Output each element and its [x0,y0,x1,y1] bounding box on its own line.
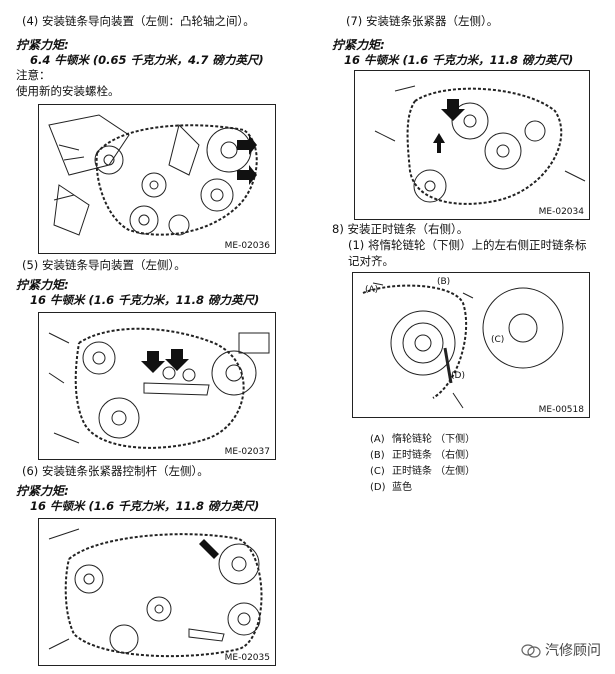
watermark-text: 汽修顾问 [545,643,601,659]
torque-heading-7: 拧紧力矩: [332,38,385,52]
figure-code: ME-02037 [223,447,271,457]
chat-bubble-icon [521,644,541,658]
figure-chain-tensioner: ME-02034 [354,70,590,220]
step-6-text: (6) 安装链条张紧器控制杆（左侧）。 [22,464,209,478]
watermark: 汽修顾问 [521,640,601,660]
step-5-text: (5) 安装链条导向装置（左侧）。 [22,258,186,272]
callout-c: (C) [491,335,505,345]
engine-diagram-2 [48,327,270,449]
callout-b: (B) [437,277,451,287]
legend-item-d: (D)蓝色 [370,482,412,493]
figure-code: ME-02036 [223,241,271,251]
engine-diagram-5 [362,282,564,409]
step-8-1-line1: (1) 将惰轮链轮（下侧）上的左右侧正时链条标 [348,238,587,252]
engine-diagram-1 [48,114,258,236]
step-7-text: (7) 安装链条张紧器（左侧）。 [346,14,499,28]
engine-diagram-3 [48,528,263,658]
torque-value-7: 16 牛顿米 (1.6 千克力米，11.8 磅力英尺) [344,53,574,67]
callout-a: (A) [365,285,379,295]
note-label: 注意： [16,68,51,82]
engine-diagram-4 [374,85,586,205]
legend-item-a: (A)惰轮链轮 （下侧） [370,434,476,445]
figure-timing-chain-right: (A) (B) (C) (D) ME-00518 [352,272,590,418]
figure-tensioner-lever: ME-02035 [38,518,276,666]
step-4-text: (4) 安装链条导向装置（左侧：凸轮轴之间）。 [22,14,255,28]
step-8-1-line2: 记对齐。 [348,254,394,268]
torque-value-6: 16 牛顿米 (1.6 千克力米，11.8 磅力英尺) [30,499,260,513]
step-8-text: 8) 安装正时链条（右侧）。 [332,222,469,236]
figure-code: ME-02034 [537,207,585,217]
legend-item-c: (C)正时链条 （左侧） [370,466,476,477]
figure-chain-guide-camshaft: ME-02036 [38,104,276,254]
figure-code: ME-02035 [223,653,271,663]
torque-heading-4: 拧紧力矩: [16,38,69,52]
torque-value-4: 6.4 牛顿米 (0.65 千克力米，4.7 磅力英尺) [30,53,264,67]
figure-chain-guide-left: ME-02037 [38,312,276,460]
torque-heading-6: 拧紧力矩: [16,484,69,498]
torque-value-5: 16 牛顿米 (1.6 千克力米，11.8 磅力英尺) [30,293,260,307]
torque-heading-5: 拧紧力矩: [16,278,69,292]
note-text: 使用新的安装螺栓。 [16,84,120,98]
figure-code: ME-00518 [537,405,585,415]
callout-d: (D) [451,371,465,381]
legend-item-b: (B)正时链条 （右侧） [370,450,476,461]
